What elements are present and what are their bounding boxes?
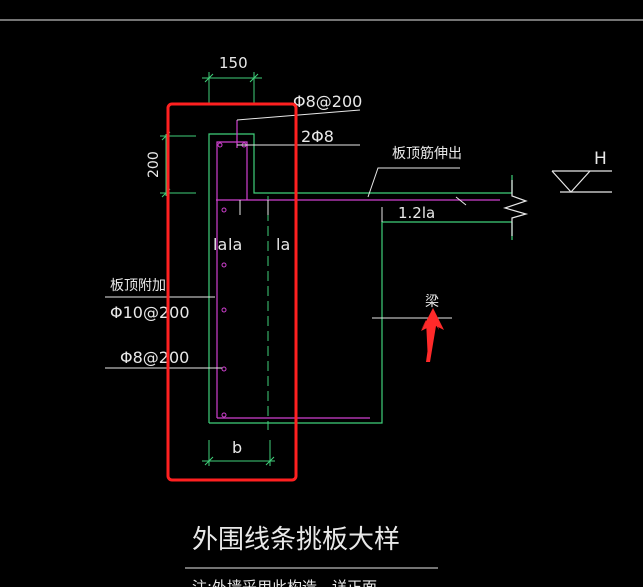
- anchor-length-la-right: la: [276, 235, 290, 254]
- board-add-label: 板顶附加: [110, 278, 166, 294]
- dimension-b: [202, 440, 275, 466]
- beam-label: 梁: [425, 294, 439, 310]
- highlight-box: [166, 102, 298, 482]
- rebar-2phi8-label: 2Φ8: [301, 127, 334, 146]
- dimension-150-label: 150: [219, 54, 248, 72]
- rebar-top-label: Φ8@200: [293, 92, 362, 111]
- rebar-phi8-label-b: Φ8@200: [120, 348, 189, 367]
- dimension-150: [202, 72, 262, 105]
- drawing-title: 外围线条挑板大样: [192, 525, 400, 555]
- break-symbol: [502, 180, 529, 236]
- rebar-phi10-label: Φ10@200: [110, 303, 190, 322]
- rebar-lines: [216, 120, 500, 419]
- dimension-200-label: 200: [146, 151, 162, 178]
- board-top-extend-label: 板顶筋伸出: [392, 145, 462, 162]
- anchor-length-la-left: la: [213, 235, 227, 254]
- red-arrow-head: [421, 308, 444, 362]
- anchor-length-12la-label: 1.2la: [398, 204, 435, 222]
- elevation-h-label: H: [594, 149, 607, 169]
- leader-lines: [105, 109, 467, 369]
- drawing-note: 注:外墙采用此构造，详正面: [192, 578, 377, 587]
- elevation-marker: [551, 170, 612, 193]
- anchor-length-la-mid: la: [228, 235, 242, 254]
- dimension-b-label: b: [232, 438, 242, 457]
